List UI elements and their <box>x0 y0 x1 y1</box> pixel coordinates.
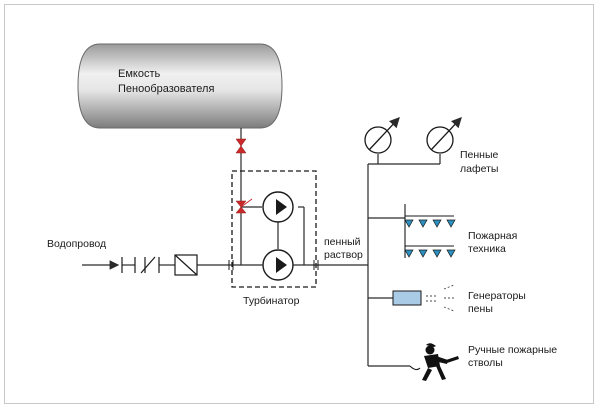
hand-nozzles-label-line1: Ручные пожарные <box>468 344 557 356</box>
foam-monitors-label-line2: лафеты <box>460 163 498 175</box>
foam-monitors-label-line1: Пенные <box>460 149 499 161</box>
fire-equipment-label-line1: Пожарная <box>468 230 517 242</box>
foam-generators-label-line2: пены <box>468 303 493 315</box>
hand-nozzles-label-line2: стволы <box>468 357 503 369</box>
tank-label-line1: Емкость <box>118 68 160 80</box>
turbinator-box <box>231 170 317 288</box>
distribution-header <box>367 154 441 367</box>
firefighter-icon <box>422 343 459 381</box>
foam-solution-label-line2: раствор <box>324 249 363 261</box>
foam-solution-label-line1: пенный <box>324 236 361 248</box>
pipe-flanges <box>228 260 319 270</box>
fire-equipment-manifold <box>404 204 454 258</box>
turbinator-label: Турбинатор <box>243 295 300 307</box>
concentrate-pump <box>262 191 294 223</box>
dosing-valve <box>235 198 253 214</box>
fire-equipment-label-line2: техника <box>468 243 506 255</box>
check-valve <box>121 256 160 274</box>
turbinator-internal-pipes <box>277 206 305 265</box>
foam-monitor-1 <box>364 117 400 154</box>
foam-concentrate-tank: Емкость Пенообразователя <box>77 43 283 129</box>
foam-generators-label-line1: Генераторы <box>468 290 526 302</box>
concentrate-feed-pipe <box>240 128 262 265</box>
strainer <box>174 254 198 276</box>
diagram-frame <box>4 4 594 404</box>
foam-generator <box>392 284 456 312</box>
water-supply-label: Водопровод <box>47 238 106 250</box>
tank-outlet-valve <box>235 138 247 154</box>
tank-label-line2: Пенообразователя <box>118 83 214 95</box>
foam-monitor-2 <box>426 117 462 154</box>
hand-nozzle-hose <box>409 365 421 371</box>
water-turbine-pump <box>262 249 294 281</box>
fire-equipment-nozzles <box>404 219 456 258</box>
